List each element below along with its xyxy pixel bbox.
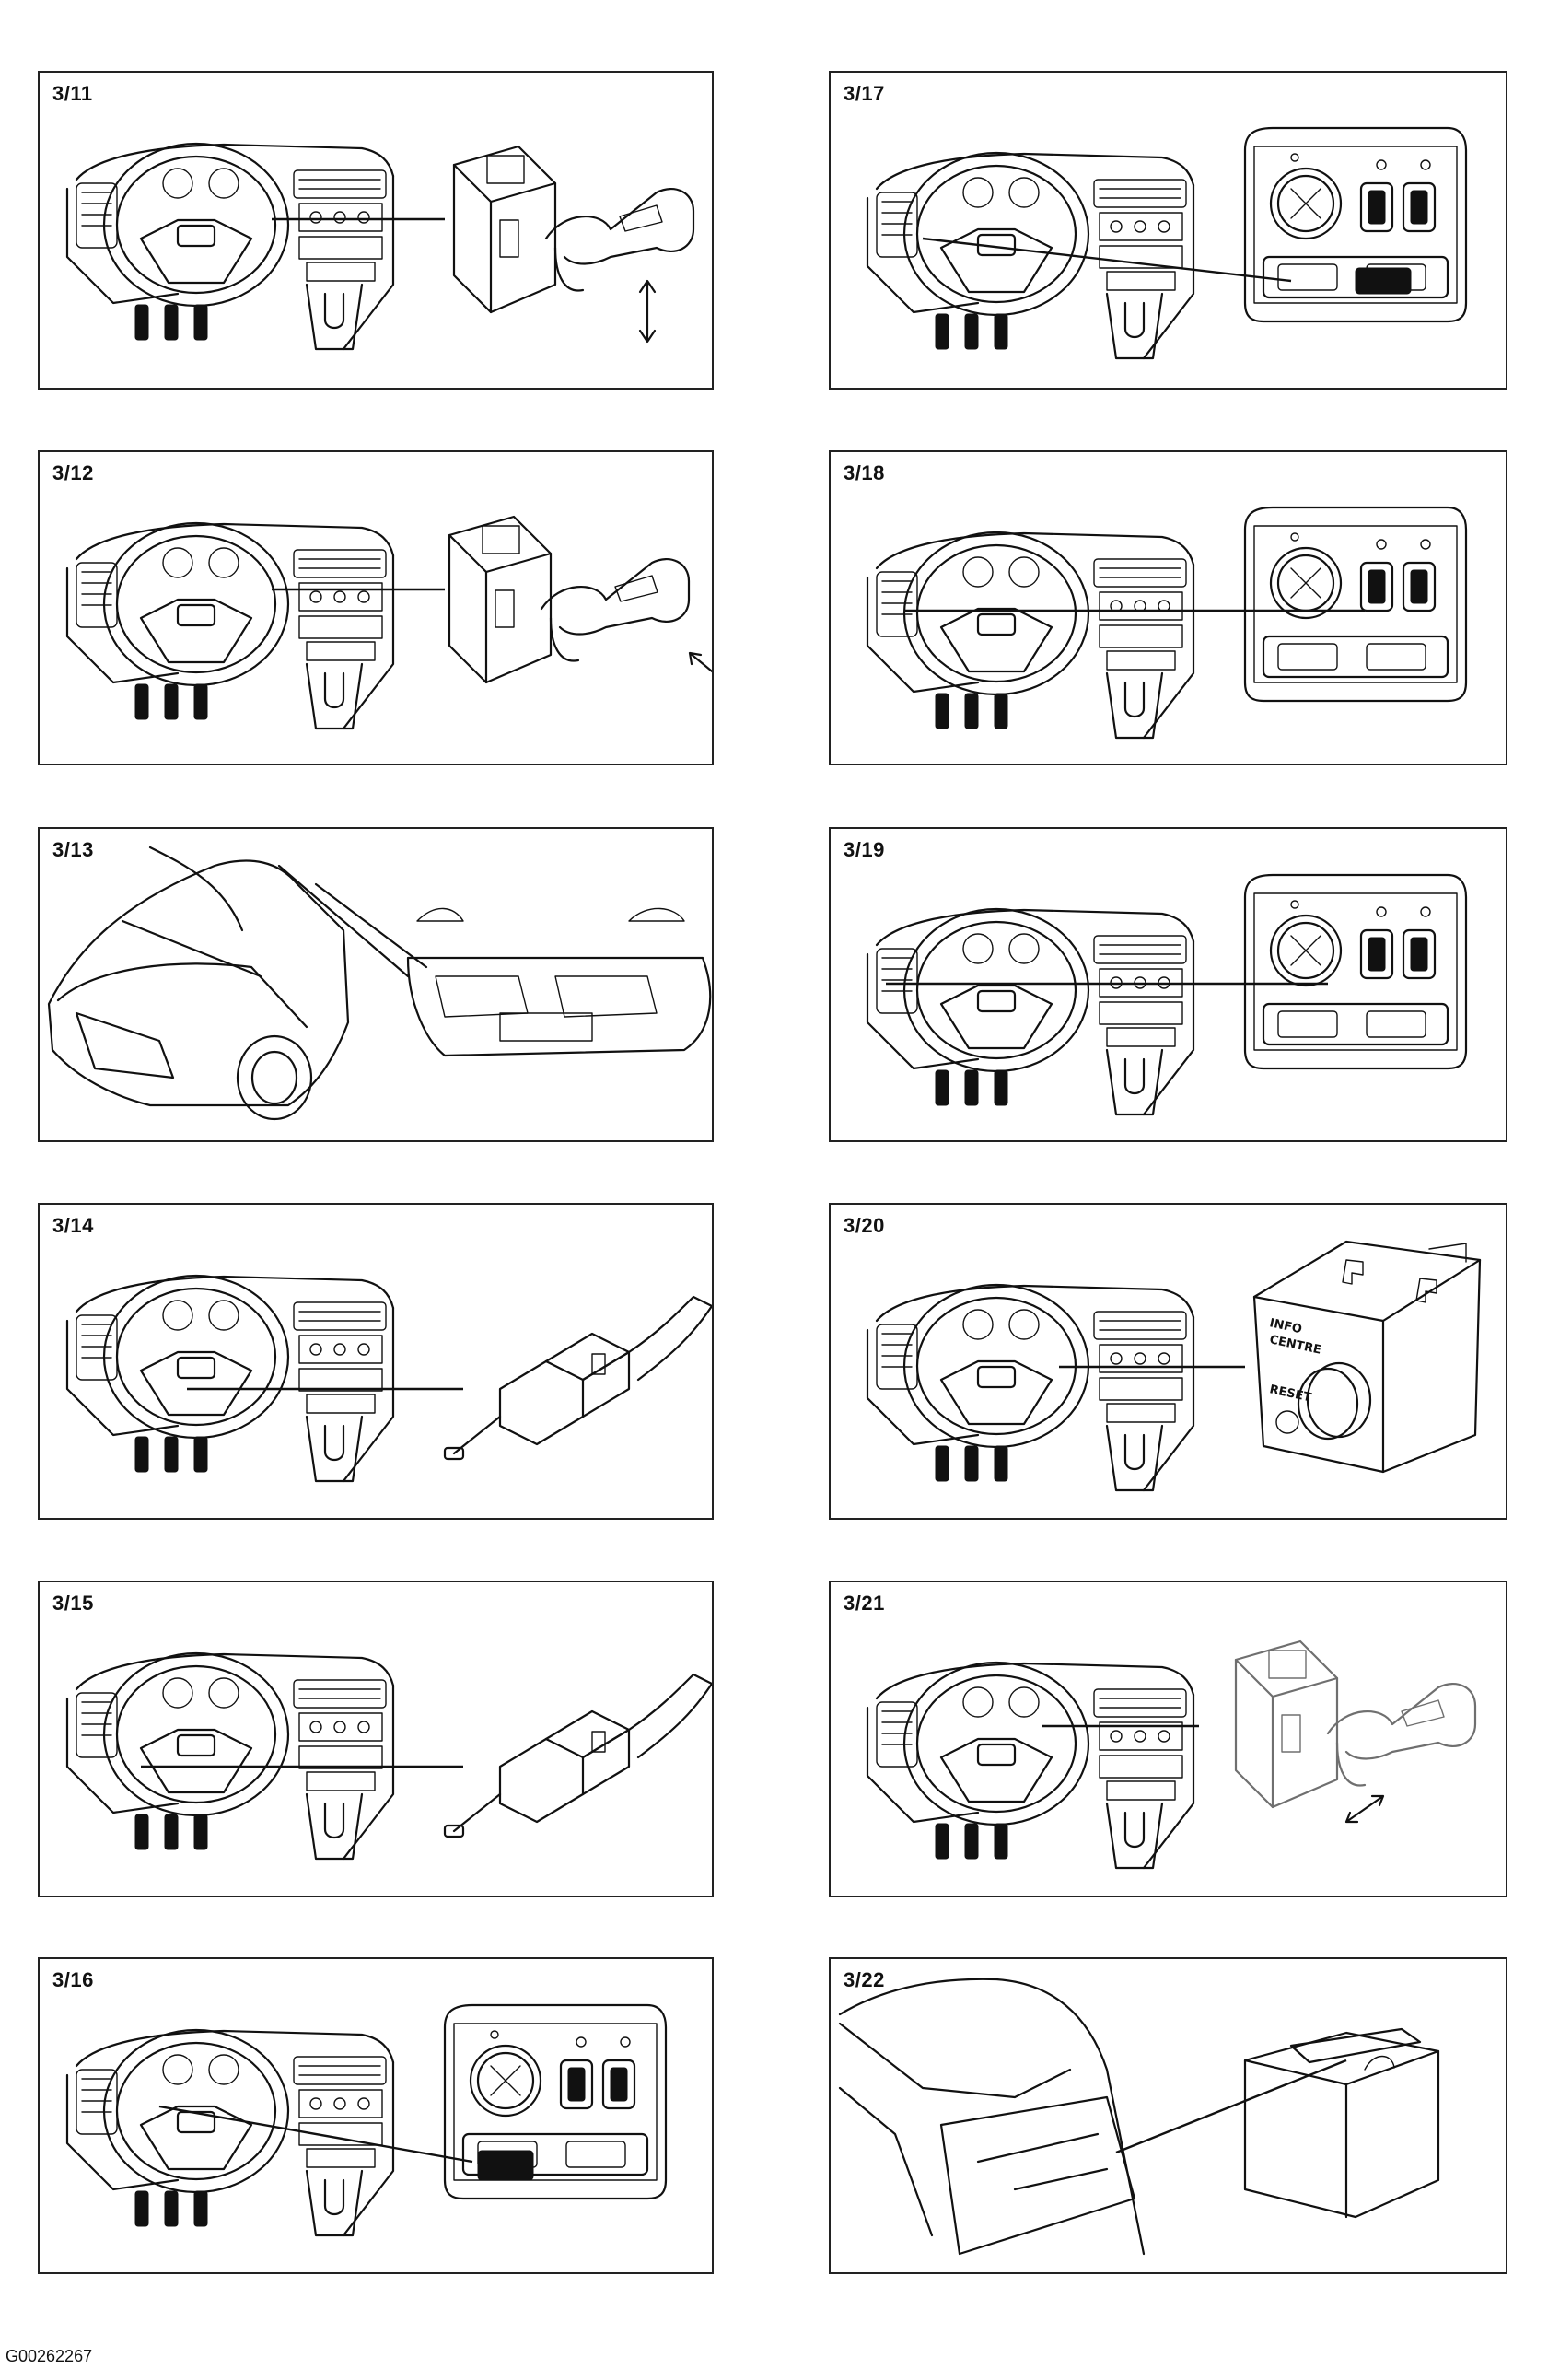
dashboard-drawing <box>65 1651 712 1861</box>
centre-label: CENTRE <box>1268 1333 1322 1358</box>
panel-3-12: 3/12 <box>38 450 714 765</box>
dashboard-drawing <box>65 515 712 730</box>
info-label: INFO <box>1268 1316 1303 1336</box>
dashboard-drawing <box>866 873 1468 1116</box>
dashboard-drawing: INFO CENTRE RESET <box>866 1240 1482 1492</box>
car-rear-drawing <box>838 1978 1440 2256</box>
panel-label: 3/14 <box>52 1214 94 1237</box>
reset-label: RESET <box>1268 1382 1312 1405</box>
panel-label: 3/11 <box>52 82 93 105</box>
panel-3-18: 3/18 <box>829 450 1507 765</box>
panel-3-13: 3/13 <box>38 827 714 1142</box>
panel-label: 3/17 <box>844 82 885 105</box>
dashboard-drawing <box>65 1274 712 1483</box>
dashboard-drawing <box>866 126 1468 360</box>
panel-3-16: 3/16 <box>38 1957 714 2274</box>
panel-label: 3/12 <box>52 461 94 484</box>
panel-3-15: 3/15 <box>38 1581 714 1897</box>
panel-label: 3/21 <box>844 1592 885 1615</box>
panel-label: 3/15 <box>52 1592 94 1615</box>
panel-3-21: 3/21 <box>829 1581 1507 1897</box>
dashboard-drawing <box>866 506 1468 740</box>
panel-3-14: 3/14 <box>38 1203 714 1520</box>
panel-label: 3/18 <box>844 461 885 484</box>
panel-3-20: 3/20 INFO CENTRE RESET <box>829 1203 1507 1520</box>
dashboard-drawing <box>65 142 695 351</box>
panel-label: 3/16 <box>52 1968 94 1991</box>
panel-3-22: 3/22 <box>829 1957 1507 2274</box>
panel-label: 3/22 <box>844 1968 885 1991</box>
panel-label: 3/20 <box>844 1214 885 1237</box>
car-drawing <box>47 846 712 1121</box>
dashboard-drawing <box>866 1639 1477 1870</box>
figure-code: G00262267 <box>6 2347 93 2365</box>
dashboard-drawing <box>65 2003 668 2237</box>
panel-3-19: 3/19 <box>829 827 1507 1142</box>
panel-3-11: 3/11 <box>38 71 714 390</box>
panel-3-17: 3/17 <box>829 71 1507 390</box>
panel-label: 3/19 <box>844 838 885 861</box>
panel-label: 3/13 <box>52 838 94 861</box>
